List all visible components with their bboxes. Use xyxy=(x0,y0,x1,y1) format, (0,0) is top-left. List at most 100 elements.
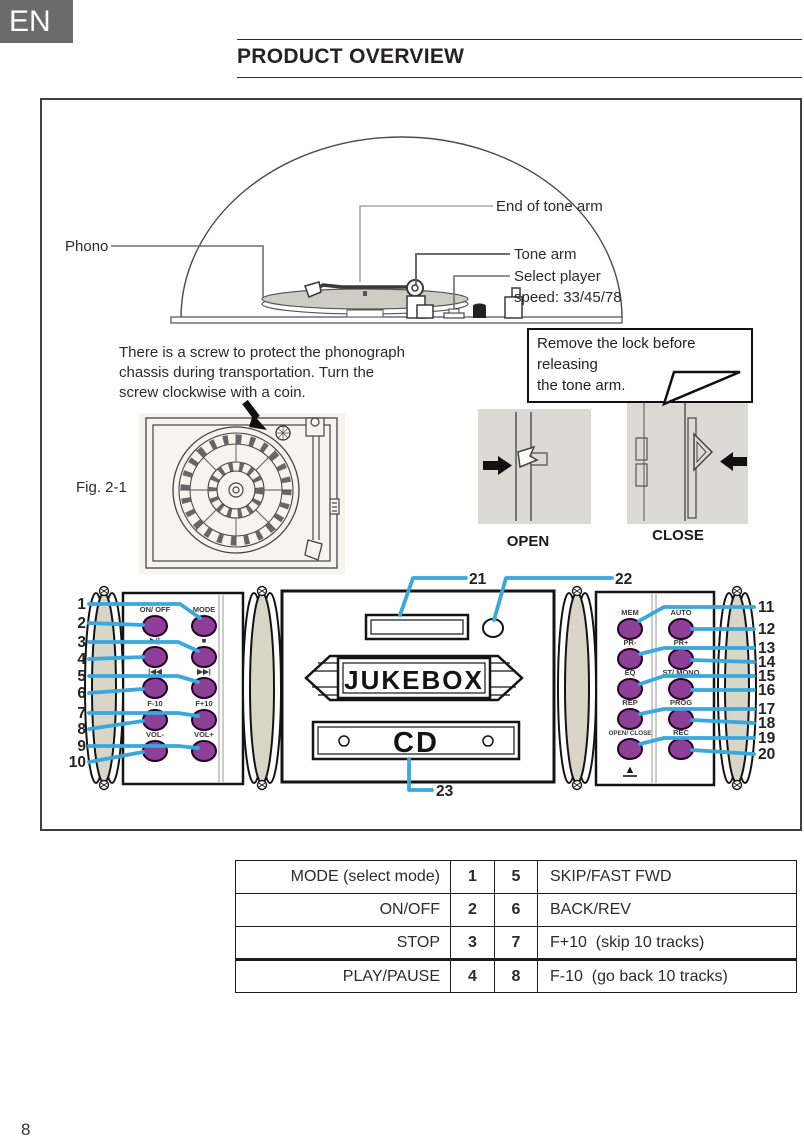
turntable-base xyxy=(170,316,623,324)
transport-note-line1: There is a screw to protect the phonogra… xyxy=(119,344,405,361)
label-auto: AUTO xyxy=(670,608,691,617)
page-number: 8 xyxy=(21,1120,31,1139)
eject-icon: ▲ xyxy=(625,764,636,776)
button-pr-minus xyxy=(617,648,643,670)
callout-22: 22 xyxy=(615,571,632,588)
label-rep: REP xyxy=(622,698,637,707)
function-cell: SKIP/FAST FWD xyxy=(537,860,797,894)
label-end-of-tone-arm: End of tone arm xyxy=(496,198,603,215)
callout-19: 19 xyxy=(758,730,776,747)
label-phono: Phono xyxy=(65,238,108,255)
function-cell: BACK/REV xyxy=(537,893,797,927)
callout-16: 16 xyxy=(758,682,776,699)
fig-2-1-scan xyxy=(139,399,345,574)
label-vol-up: VOL+ xyxy=(194,730,214,739)
callout-17: 17 xyxy=(758,701,775,718)
lock-open-scan xyxy=(478,409,591,524)
power-indicator xyxy=(482,618,504,638)
label-f-plus-10: F+10 xyxy=(195,699,212,708)
num-cell: 7 xyxy=(494,926,538,960)
num-cell: 2 xyxy=(450,893,495,927)
label-mem: MEM xyxy=(621,608,639,617)
open-label: OPEN xyxy=(507,533,550,550)
fig-2-1-label: Fig. 2-1 xyxy=(76,479,127,496)
tone-arm-rest xyxy=(504,287,523,319)
lock-warning-line2: the tone arm. xyxy=(537,377,626,394)
callout-4: 4 xyxy=(77,651,86,668)
cd-door xyxy=(311,720,521,761)
grille-far-right xyxy=(717,585,757,791)
transport-screw-note: There is a screw to protect the phonogra… xyxy=(119,343,449,403)
callout-11: 11 xyxy=(758,599,775,616)
button-auto xyxy=(668,618,694,640)
label-pr-minus: PR- xyxy=(624,638,637,647)
open-arrow-icon xyxy=(483,456,512,475)
function-cell: STOP xyxy=(235,926,451,960)
table-row: PLAY/PAUSE 4 8 F-10 (go back 10 tracks) xyxy=(235,958,797,993)
table-row: MODE (select mode) 1 5 SKIP/FAST FWD xyxy=(235,860,797,894)
button-legend-table: MODE (select mode) 1 5 SKIP/FAST FWD ON/… xyxy=(235,860,797,993)
display-window-inner xyxy=(370,619,464,635)
function-cell: F-10 (go back 10 tracks) xyxy=(537,958,797,993)
button-back xyxy=(142,677,168,699)
transport-note-line3: screw clockwise with a coin. xyxy=(119,384,306,401)
function-cell: MODE (select mode) xyxy=(235,860,451,894)
knob xyxy=(473,303,486,318)
figure-line-art: End of tone arm Phono Tone arm Select pl… xyxy=(65,136,776,800)
callout-6: 6 xyxy=(77,685,86,702)
label-f-minus-10: F-10 xyxy=(147,699,162,708)
button-mode xyxy=(191,615,217,637)
table-row: ON/OFF 2 6 BACK/REV xyxy=(235,893,797,927)
button-rec xyxy=(668,738,694,760)
callout-14: 14 xyxy=(758,654,776,671)
callout-numbers-left: 1 2 3 4 5 6 7 8 9 10 xyxy=(69,596,87,771)
button-f-plus-10 xyxy=(191,709,217,731)
transport-note-line2: chassis during transportation. Turn the xyxy=(119,364,375,381)
grille-inner-right xyxy=(557,585,597,791)
product-overview-figure: End of tone arm Phono Tone arm Select pl… xyxy=(40,98,802,831)
button-open-close xyxy=(617,738,643,760)
leader-tone-arm xyxy=(415,253,510,285)
close-label: CLOSE xyxy=(652,527,704,544)
panel-dividers xyxy=(218,594,657,783)
button-rep xyxy=(617,708,643,730)
callout-10: 10 xyxy=(69,754,86,771)
num-cell: 8 xyxy=(494,958,538,993)
label-pr-plus: PR+ xyxy=(674,638,689,647)
callout-5: 5 xyxy=(77,668,86,685)
label-back: |◀◀ xyxy=(148,667,163,676)
label-stop: ■ xyxy=(202,636,207,645)
function-cell: PLAY/PAUSE xyxy=(235,958,451,993)
screw-arrow-icon xyxy=(242,399,267,430)
jukebox-emblem xyxy=(304,654,524,702)
label-open-close: OPEN/ CLOSE xyxy=(608,730,651,737)
label-mode: MODE xyxy=(193,605,216,614)
label-on-off: ON/ OFF xyxy=(140,605,171,614)
callout-18: 18 xyxy=(758,715,776,732)
callout-tail xyxy=(662,370,741,407)
page-title: PRODUCT OVERVIEW xyxy=(237,45,465,68)
label-fwd: ▶▶| xyxy=(196,667,211,676)
language-badge: EN xyxy=(0,0,73,43)
callout-numbers-right: 11 12 13 14 15 16 17 18 19 20 xyxy=(758,599,776,763)
num-cell: 3 xyxy=(450,926,495,960)
turntable-dome-diagram xyxy=(111,136,623,324)
transport-screw xyxy=(275,425,291,441)
callout-23: 23 xyxy=(436,783,454,800)
platter xyxy=(261,288,469,318)
label-rec: REC xyxy=(673,728,689,737)
button-pr-plus xyxy=(668,648,694,670)
label-prog: PROG xyxy=(670,698,692,707)
dust-cover-dome xyxy=(180,136,623,319)
button-mem xyxy=(617,618,643,640)
cd-door-label: CD xyxy=(393,727,439,759)
heading-rule-top xyxy=(237,39,802,40)
num-cell: 1 xyxy=(450,860,495,894)
function-cell: ON/OFF xyxy=(235,893,451,927)
callout-9: 9 xyxy=(77,738,86,755)
label-tone-arm: Tone arm xyxy=(514,246,577,263)
button-vol-down xyxy=(142,740,168,762)
label-speed-line1: Select player xyxy=(514,268,601,285)
leader-speed xyxy=(453,275,510,310)
left-buttons xyxy=(142,615,217,762)
